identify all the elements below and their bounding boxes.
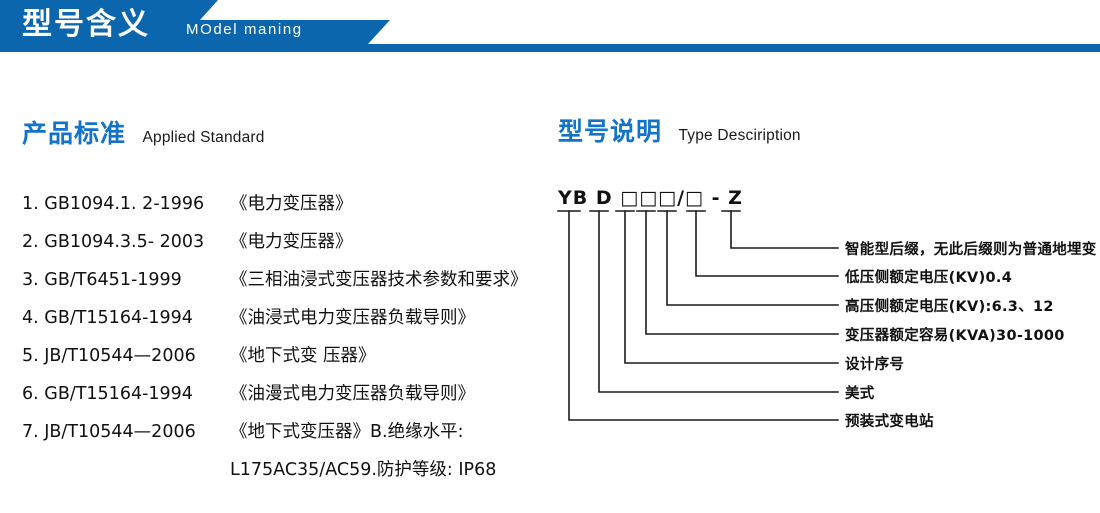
standard-code: 6. GB/T15164-1994 <box>22 384 193 404</box>
section-heading-cn: 型号说明 <box>558 117 663 146</box>
section-heading-applied-standard: 产品标准 Applied Standard <box>22 114 265 150</box>
standard-name: 《油漫式电力变压器负载导则》 <box>230 384 475 404</box>
standard-name: 《三相油浸式变压器技术参数和要求》 <box>230 270 528 290</box>
leader-3 <box>666 210 839 306</box>
banner-subtitle: MOdel maning <box>186 21 303 38</box>
list-item: 2. GB1094.3.5- 2003 《电力变压器》 <box>22 228 552 266</box>
type-code-diagram: YB D □□□/□ - Z <box>548 186 1096 436</box>
standard-code: 3. GB/T6451-1999 <box>22 270 182 290</box>
leader-2 <box>695 210 839 277</box>
callout-label: 高压侧额定电压(KV):6.3、12 <box>845 299 1054 315</box>
leader-5 <box>624 210 839 364</box>
section-heading-cn: 产品标准 <box>22 119 127 148</box>
diagram-leader-lines <box>557 210 839 421</box>
standard-code: 4. GB/T15164-1994 <box>22 308 193 328</box>
leader-4 <box>645 210 839 335</box>
list-item: 1. GB1094.1. 2-1996 《电力变压器》 <box>22 190 552 228</box>
standards-list: 1. GB1094.1. 2-1996 《电力变压器》 2. GB1094.3.… <box>22 190 552 500</box>
callout-label: 变压器额定容易(KVA)30-1000 <box>845 328 1065 344</box>
list-item: 3. GB/T6451-1999 《三相油浸式变压器技术参数和要求》 <box>22 266 552 304</box>
leader-1 <box>730 210 839 249</box>
standard-code: 5. JB/T10544—2006 <box>22 346 196 366</box>
banner-blue-block <box>0 0 390 44</box>
list-item: 6. GB/T15164-1994 《油漫式电力变压器负载导则》 <box>22 380 552 418</box>
callout-label: 设计序号 <box>845 357 905 373</box>
callout-label: 美式 <box>845 386 875 402</box>
standard-name: 《电力变压器》 <box>230 194 353 214</box>
standard-name: 《地下式变压器》B.绝缘水平: <box>230 422 464 442</box>
standard-name: 《地下式变 压器》 <box>230 346 376 366</box>
standard-code: 7. JB/T10544—2006 <box>22 422 196 442</box>
section-heading-en: Applied Standard <box>142 129 265 146</box>
standard-name: 《油浸式电力变压器负载导则》 <box>230 308 475 328</box>
standard-code: 1. GB1094.1. 2-1996 <box>22 194 205 214</box>
banner-shape <box>0 0 1100 52</box>
section-heading-type-description: 型号说明 Type Desciription <box>558 112 801 148</box>
callout-label: 低压侧额定电压(KV)0.4 <box>845 270 1013 286</box>
banner-bottom-strip <box>0 44 1100 52</box>
leader-7 <box>568 210 839 421</box>
callout-label: 智能型后缀，无此后缀则为普通地埋变 <box>845 242 1097 258</box>
banner-title: 型号含义 <box>22 7 150 42</box>
callout-label: 预装式变电站 <box>845 414 934 430</box>
type-code-text: YB D □□□/□ - Z <box>558 187 743 209</box>
standard-code: 2. GB1094.3.5- 2003 <box>22 232 205 252</box>
standard-name: 《电力变压器》 <box>230 232 353 252</box>
list-item: 5. JB/T10544—2006 《地下式变 压器》 <box>22 342 552 380</box>
list-item: 4. GB/T15164-1994 《油浸式电力变压器负载导则》 <box>22 304 552 342</box>
standard-continuation-line: L175AC35/AC59.防护等级: IP68 <box>230 460 497 480</box>
list-item: 7. JB/T10544—2006 《地下式变压器》B.绝缘水平: <box>22 418 552 456</box>
section-heading-en: Type Desciription <box>678 127 801 144</box>
page-banner: 型号含义 MOdel maning <box>0 0 1100 54</box>
leader-6 <box>598 210 839 393</box>
